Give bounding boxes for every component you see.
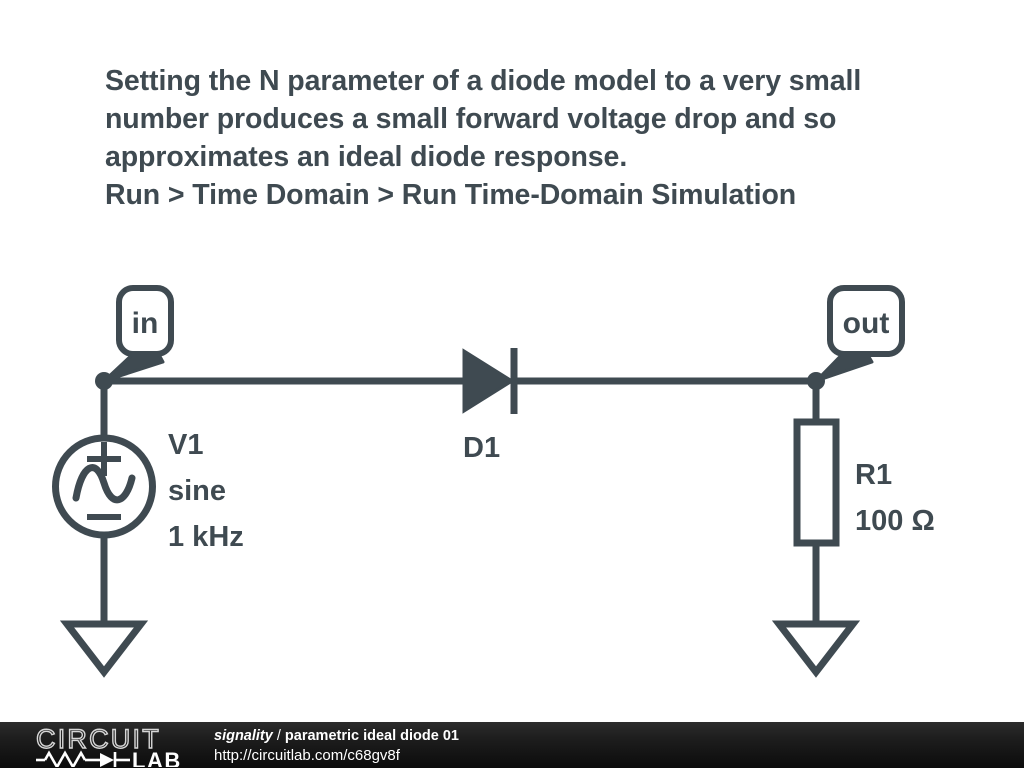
node-label-in[interactable]: in (102, 285, 174, 383)
footer-url[interactable]: http://circuitlab.com/c68gv8f (214, 747, 400, 764)
resistor-value-label: 100 Ω (855, 505, 935, 537)
sine-wave-icon (72, 464, 136, 504)
node-dot-out (807, 372, 825, 390)
source-name-label: V1 (168, 429, 203, 461)
resistor-label: R1 100 Ω (855, 459, 935, 537)
resistor-body-icon (793, 418, 840, 547)
logo-resistor-diode-icon (36, 750, 100, 768)
resistor-name-label: R1 (855, 459, 892, 491)
footer-title-line: signality / parametric ideal diode 01 (214, 726, 459, 746)
description-line-1: Setting the N parameter of a diode model… (105, 65, 862, 97)
resistor-symbol[interactable] (793, 418, 840, 547)
diode-triangle-icon (462, 348, 515, 414)
circuitlab-logo[interactable]: CIRCUIT LAB (35, 723, 196, 768)
plus-sign-icon (87, 442, 121, 476)
footer-separator: / (272, 728, 285, 744)
footer-bar: CIRCUIT LAB signality / parametric ideal… (0, 722, 1024, 768)
node-dot-in (95, 372, 113, 390)
footer-metadata: signality / parametric ideal diode 01 ht… (214, 726, 459, 766)
ground-symbol-left[interactable] (59, 620, 149, 678)
voltage-source-label: V1 sine 1 kHz (168, 429, 244, 553)
node-in-box (116, 285, 174, 357)
node-in-text: in (132, 307, 159, 340)
source-frequency-label: 1 kHz (168, 521, 244, 553)
diode-symbol[interactable] (462, 348, 518, 414)
footer-author: signality (214, 728, 273, 744)
circuit-schematic: V1 sine 1 kHz D1 R1 100 Ω (0, 250, 1024, 705)
description-line-3: approximates an ideal diode response. (105, 141, 628, 173)
logo-diode-bar-icon (113, 752, 130, 768)
logo-diode-triangle-icon (100, 753, 114, 767)
source-type-label: sine (168, 475, 226, 507)
voltage-source-symbol[interactable] (52, 434, 156, 539)
description-text: Setting the N parameter of a diode model… (105, 62, 985, 214)
footer-project-title: parametric ideal diode 01 (284, 728, 459, 744)
logo-word-lab: LAB (132, 748, 182, 767)
node-out-text: out (843, 307, 890, 340)
description-line-4: Run > Time Domain > Run Time-Domain Simu… (105, 179, 797, 211)
diode-name-label: D1 (463, 432, 500, 464)
ground-symbol-right[interactable] (771, 620, 861, 678)
description-line-2: number produces a small forward voltage … (105, 103, 837, 135)
node-out-box (827, 285, 905, 357)
logo-word-circuit: CIRCUIT (36, 725, 161, 754)
node-label-out[interactable]: out (814, 285, 905, 383)
